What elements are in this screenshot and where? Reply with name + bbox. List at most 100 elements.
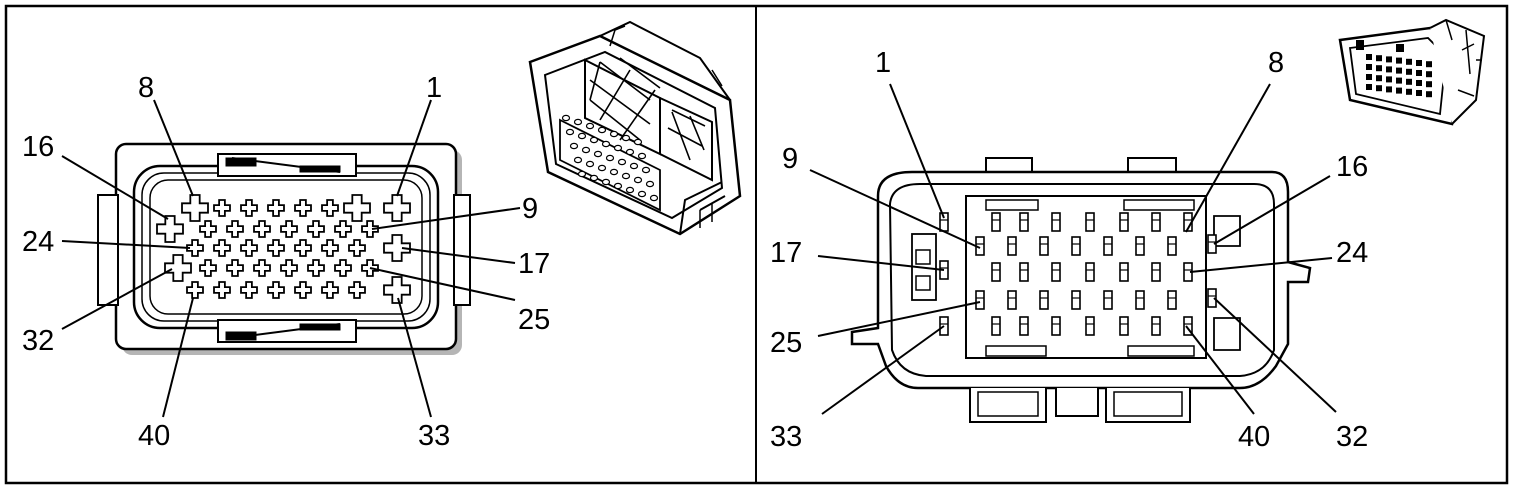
left-label-33: 33 — [418, 420, 450, 452]
right-3d-pin-dot — [1376, 85, 1382, 92]
right-pin-contact — [1135, 290, 1145, 310]
left-pin-cavity — [294, 199, 312, 217]
right-label-16: 16 — [1336, 151, 1368, 183]
left-pin-cavity — [348, 281, 366, 299]
right-3d-pin-dot — [1406, 78, 1412, 85]
left-3d-pin-dot — [589, 174, 599, 182]
left-3d-pin-dot — [585, 160, 595, 168]
left-3d-pin-dot — [593, 150, 603, 158]
right-pin-contact — [1071, 236, 1081, 256]
right-pin-contact — [1167, 236, 1177, 256]
right-3d-pin-dot — [1376, 55, 1382, 62]
left-label-32: 32 — [22, 325, 54, 357]
left-3d-pin-dot — [569, 142, 579, 150]
right-label-1: 1 — [875, 47, 891, 79]
left-pin-cavity — [334, 259, 352, 277]
right-pin-contact — [1151, 262, 1161, 282]
left-label-25: 25 — [518, 304, 550, 336]
left-pin-cavity — [383, 194, 411, 222]
left-pin-cavity — [240, 239, 258, 257]
right-3d-pin-dot — [1416, 60, 1422, 66]
left-pin-cavity — [253, 220, 271, 238]
left-pin-cavity — [213, 239, 231, 257]
right-pin-contact — [1039, 236, 1049, 256]
left-pin-cavity — [213, 281, 231, 299]
left-pin-cavity — [226, 259, 244, 277]
left-pin-cavity — [267, 239, 285, 257]
left-connector-3d-view — [528, 20, 742, 236]
right-label-33: 33 — [770, 421, 802, 453]
right-pin-contact — [1119, 262, 1129, 282]
right-pin-contact — [1085, 212, 1095, 232]
right-3d-pin-dot — [1366, 84, 1372, 90]
right-pin-contact — [1039, 290, 1049, 310]
right-3d-pin-dot — [1376, 75, 1382, 82]
right-pin-contact — [1085, 262, 1095, 282]
right-3d-pin-dot — [1426, 81, 1432, 88]
right-label-32: 32 — [1336, 421, 1368, 453]
right-3d-pin-dot — [1416, 70, 1422, 76]
right-pin-contact — [1207, 288, 1217, 308]
left-3d-pin-dot — [625, 186, 635, 194]
right-3d-pin-dot — [1426, 71, 1432, 78]
left-pin-cavity — [383, 276, 411, 304]
left-pin-labels: 8 1 16 9 24 17 32 25 40 33 — [22, 72, 550, 452]
left-3d-pin-dot — [597, 126, 607, 134]
right-pin-contact — [1103, 290, 1113, 310]
right-pin-contact — [1007, 290, 1017, 310]
left-pin-cavity — [280, 259, 298, 277]
left-3d-pin-dot — [633, 138, 643, 146]
right-3d-pin-dot — [1406, 88, 1412, 95]
left-pin-cavity — [240, 281, 258, 299]
right-pin-contact — [1135, 236, 1145, 256]
left-3d-pin-dot — [613, 182, 623, 190]
left-3d-pin-dot — [561, 114, 571, 122]
right-pin-contact — [1151, 212, 1161, 232]
right-connector-3d-view — [1338, 18, 1486, 126]
right-pin-contact — [1151, 316, 1161, 336]
right-3d-pin-dot — [1416, 90, 1422, 96]
left-3d-pin-dot — [589, 136, 599, 144]
left-pin-cavity — [348, 239, 366, 257]
left-pin-cavity — [280, 220, 298, 238]
right-leader-lines — [809, 83, 1337, 415]
right-pin-contact — [1007, 236, 1017, 256]
left-pin-grid — [156, 194, 411, 304]
right-pin-contact — [1167, 290, 1177, 310]
right-3d-pin-dot — [1366, 74, 1372, 80]
left-3d-pin-dot — [621, 172, 631, 180]
left-label-40: 40 — [138, 420, 170, 452]
left-3d-pin-dot — [609, 168, 619, 176]
right-3d-pin-dot — [1386, 66, 1392, 73]
right-pin-contact — [1071, 290, 1081, 310]
left-pin-cavity — [267, 281, 285, 299]
right-3d-pin-dot — [1426, 61, 1432, 68]
left-3d-pin-dot — [573, 118, 583, 126]
left-pin-cavity — [361, 220, 379, 238]
right-3d-pin-dot — [1376, 65, 1382, 72]
right-label-40: 40 — [1238, 421, 1270, 453]
right-3d-pin-dot — [1396, 57, 1402, 64]
left-pin-cavity — [226, 220, 244, 238]
left-pin-cavity — [253, 259, 271, 277]
right-connector-body — [850, 157, 1312, 423]
left-3d-pin-dot — [605, 154, 615, 162]
left-3d-pin-dot — [633, 176, 643, 184]
left-3d-pin-dot — [565, 128, 575, 136]
left-pin-cavity — [294, 239, 312, 257]
left-pin-cavity — [164, 254, 192, 282]
right-pin-contact — [1207, 234, 1217, 254]
right-3d-pin-dot — [1416, 80, 1422, 86]
left-pin-cavity — [321, 199, 339, 217]
right-pin-contact — [1119, 316, 1129, 336]
right-label-17: 17 — [770, 237, 802, 269]
left-pin-cavity — [307, 220, 325, 238]
right-pin-contact — [1051, 316, 1061, 336]
right-3d-pin-dot — [1396, 87, 1402, 94]
left-3d-pin-dot — [585, 122, 595, 130]
right-pin-labels: 1 8 9 16 17 24 25 32 33 40 — [770, 47, 1368, 453]
right-3d-pin-dot — [1366, 54, 1372, 60]
left-3d-pin-dot — [637, 152, 647, 160]
right-label-25: 25 — [770, 327, 802, 359]
